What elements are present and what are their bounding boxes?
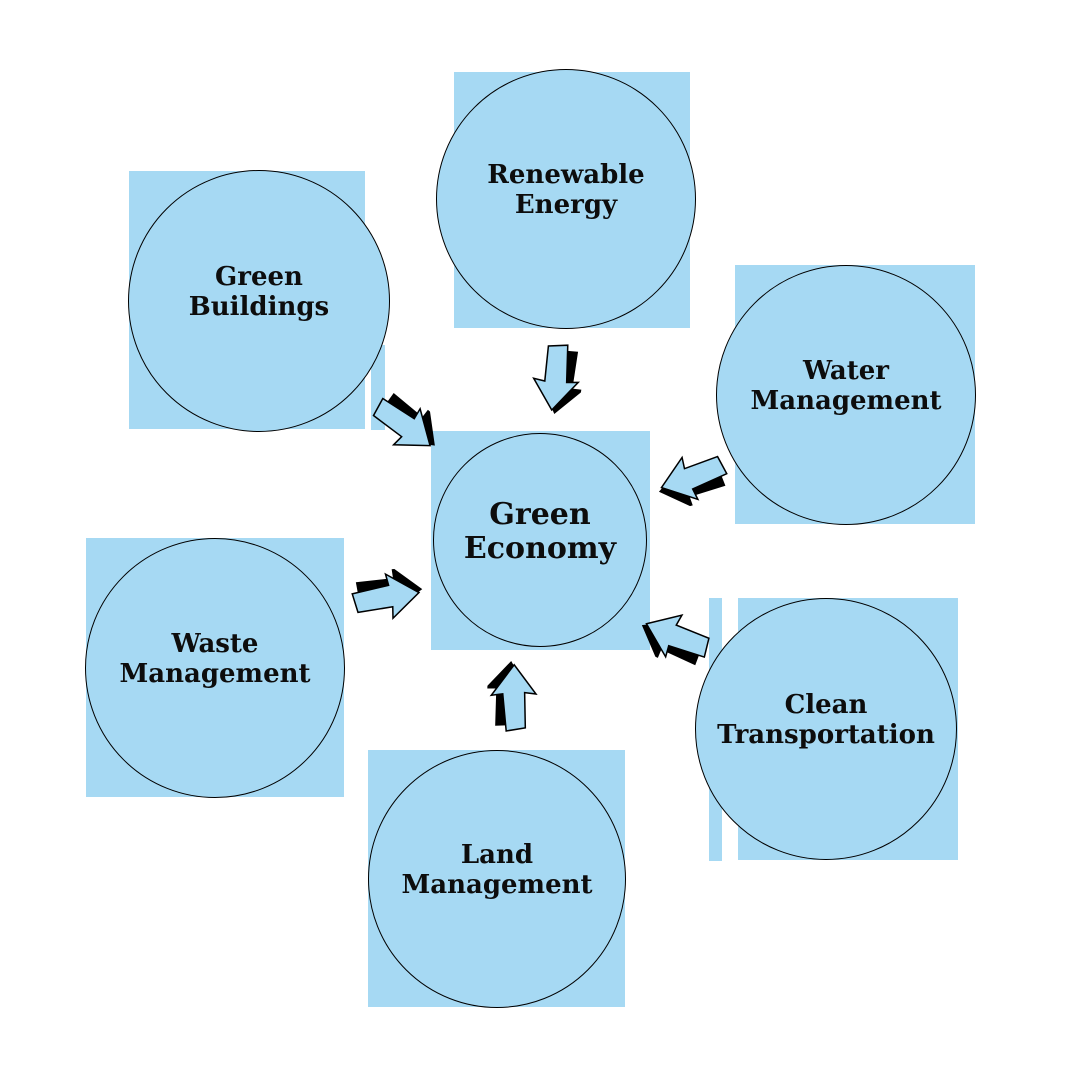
node-waste-management-label: Waste Management [119, 629, 311, 689]
arrow-land-management-to-center [485, 659, 543, 737]
node-land-management-label: Land Management [401, 840, 593, 900]
node-clean-transportation-label: Clean Transportation [717, 690, 935, 750]
node-green-economy: Green Economy [433, 433, 647, 647]
arrow-waste-management-to-center [345, 566, 426, 628]
node-green-economy-label: Green Economy [463, 496, 617, 566]
node-clean-transportation: Clean Transportation [695, 598, 957, 860]
node-green-buildings: Green Buildings [128, 170, 390, 432]
node-land-management: Land Management [368, 750, 626, 1008]
node-water-management: Water Management [716, 265, 976, 525]
arrow-green-buildings-to-center [358, 380, 451, 470]
node-water-management-label: Water Management [750, 356, 942, 416]
node-green-buildings-label: Green Buildings [188, 262, 330, 322]
arrow-renewable-energy-to-center [523, 335, 588, 419]
node-renewable-energy: Renewable Energy [436, 69, 696, 329]
node-renewable-energy-label: Renewable Energy [487, 160, 645, 220]
arrow-water-management-to-center [649, 440, 737, 514]
node-waste-management: Waste Management [85, 538, 345, 798]
arrow-clean-transportation-to-center [631, 596, 723, 677]
